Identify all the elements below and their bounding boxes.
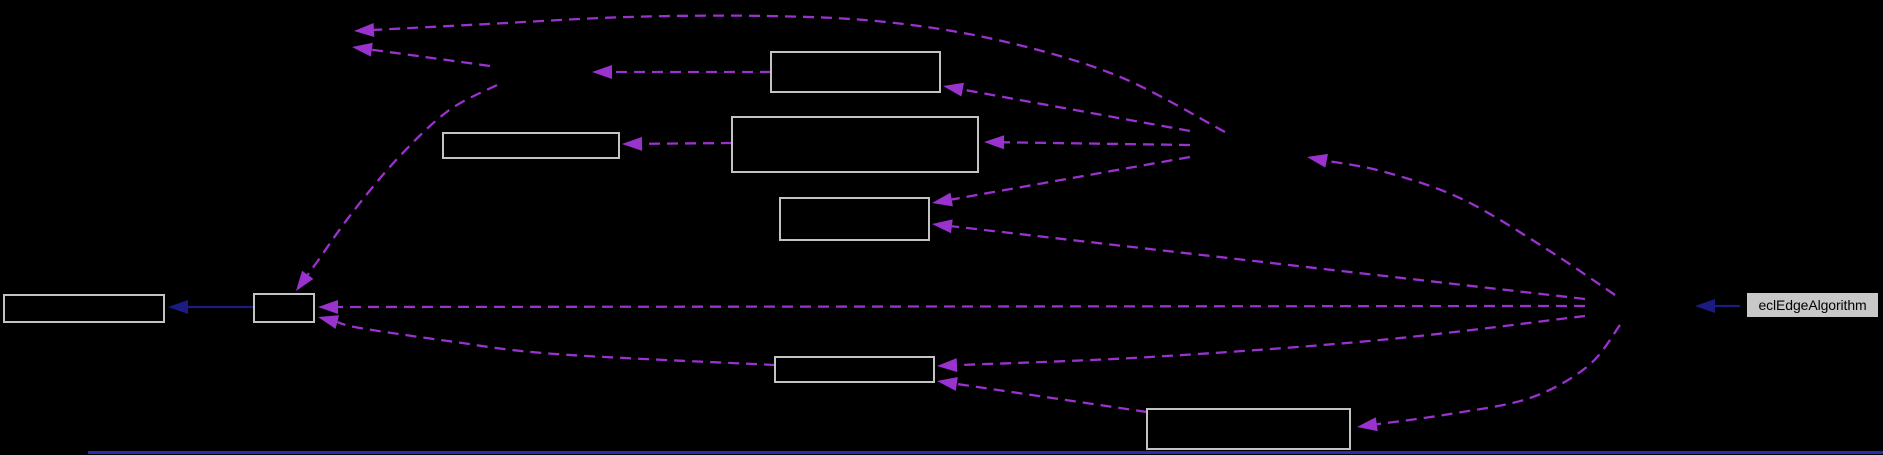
edge-bottommid-to-small	[337, 320, 776, 367]
graph-node-mid-lower[interactable]	[779, 197, 930, 241]
edge-top-to-n3-arrowhead	[592, 65, 612, 79]
edge-br-to-bottommid	[956, 382, 1148, 414]
graph-node-bottom-right[interactable]	[1146, 408, 1351, 450]
edge-hub-to-small	[337, 304, 1586, 309]
edge-n2-to-top	[962, 88, 1191, 133]
edge-n2-to-midlower-a-arrowhead	[932, 192, 953, 207]
edge-hub-to-midlower-b	[951, 225, 1586, 301]
edge-br-to-bottommid-arrowhead	[937, 376, 958, 391]
edge-hub-to-n2	[1326, 159, 1616, 296]
edge-n3-to-small	[306, 83, 498, 276]
edge-hub-to-bottomright	[1376, 324, 1621, 426]
edge-hub-to-n2-arrowhead	[1307, 153, 1328, 168]
node-eclEdgeAlgorithm-label: eclEdgeAlgorithm	[1758, 297, 1867, 313]
edge-hub-to-bottommid-arrowhead	[937, 358, 958, 373]
edge-large-to-midleft-arrowhead	[622, 136, 643, 151]
graph-node-mid-left[interactable]	[442, 132, 620, 159]
graph-node-mid-large[interactable]	[731, 116, 979, 173]
edge-hub-to-bottommid	[956, 314, 1586, 367]
edge-n2-to-topleft-curve-arrowhead	[354, 22, 375, 37]
edge-hub-to-midlower-b-arrowhead	[932, 219, 953, 234]
edge-n3-to-topleft-arrowhead	[352, 42, 373, 57]
edge-hub-to-small-arrowhead	[318, 299, 339, 314]
edge-hub-to-bottomright-arrowhead	[1357, 417, 1378, 432]
graph-node-small[interactable]	[253, 293, 315, 323]
edge-n2-to-topleft-curve	[373, 14, 1226, 134]
edge-n3-to-small-arrowhead	[296, 270, 314, 291]
graph-node-bottom-mid[interactable]	[774, 356, 935, 383]
graph-node-top[interactable]	[770, 51, 941, 93]
edge-bottommid-to-small-arrowhead	[318, 315, 340, 329]
edge-n2-to-large-arrowhead	[984, 135, 1005, 150]
graph-node-far-left[interactable]	[3, 294, 165, 323]
edge-n2-to-top-arrowhead	[943, 82, 964, 97]
node-eclEdgeAlgorithm: eclEdgeAlgorithm	[1747, 293, 1878, 317]
edge-solid-hl-to-hub-arrowhead	[1695, 299, 1715, 313]
edge-large-to-midleft	[641, 141, 733, 145]
edge-solid-small-to-left-arrowhead	[168, 300, 188, 314]
bottom-blue-bar	[88, 451, 1883, 454]
edge-n2-to-midlower-a	[951, 155, 1191, 201]
edge-n2-to-large	[1003, 141, 1191, 147]
